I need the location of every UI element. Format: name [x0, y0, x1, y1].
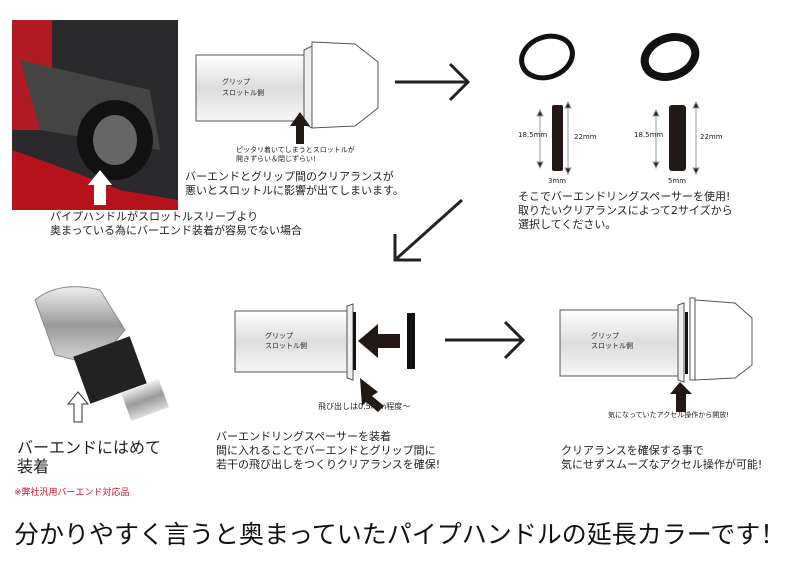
- large-inner-dim: 18.5mm: [634, 131, 664, 139]
- text-line: そこでバーエンドリングスペーサーを使用!: [518, 190, 731, 203]
- protrusion-note: 飛び出しは0.5mm程度～: [318, 402, 411, 411]
- text-line: バーエンドリングスペーサーを装着: [216, 430, 392, 443]
- small-outer-dim: 22mm: [574, 133, 597, 141]
- text-line: 若干の飛び出しをつくりクリアランスを確保!: [216, 458, 441, 471]
- arrow-right-1: [395, 62, 471, 102]
- caption-line: 奥まっている為にバーエンド装着が容易でない場合: [50, 224, 303, 237]
- caption-line: パイプハンドルがスロットルスリーブより: [50, 210, 259, 223]
- grip-label-1: グリップ スロットル側: [222, 77, 264, 99]
- diagram3-note: 気になっていたアクセル操作から開放!: [608, 411, 730, 419]
- diagram1-note: ピッタリ着いてしまうとスロットルが 開きずらい＆閉じずらい!: [236, 146, 355, 164]
- grip-diagram-1: [195, 41, 379, 144]
- compatibility-note: ※弊社汎用バーエンド対応品: [14, 488, 130, 498]
- note-line: 開きずらい＆閉じずらい!: [236, 155, 316, 163]
- grip-label-line: スロットル側: [591, 342, 633, 350]
- large-width-dim: 5mm: [668, 177, 687, 185]
- grip-label-line: グリップ: [222, 78, 250, 86]
- arrow-diagonal: [393, 198, 464, 262]
- caption-line: 装着: [17, 457, 50, 476]
- note-line: ピッタリ着いてしまうとスロットルが: [236, 146, 355, 154]
- grip-label-3: グリップ スロットル側: [591, 331, 633, 351]
- text-line: 取りたいクリアランスによって2サイズから: [518, 204, 733, 217]
- text-line: 選択してください。: [518, 218, 617, 231]
- spacer-text: そこでバーエンドリングスペーサーを使用! 取りたいクリアランスによって2サイズか…: [518, 190, 733, 232]
- text-line: 悪いとスロットルに影響が出てしまいます。: [185, 184, 404, 197]
- diagram3-text: クリアランスを確保する事で 気にせずスムーズなアクセル操作が可能!: [561, 444, 762, 472]
- text-line: 間に入れることでバーエンドとグリップ間に: [216, 444, 436, 457]
- diagram1-problem-text: バーエンドとグリップ間のクリアランスが 悪いとスロットルに影響が出てしまいます。: [185, 170, 404, 198]
- headline: 分かりやすく言うと奥まっていたパイプハンドルの延長カラーです！: [14, 520, 786, 549]
- grip-label-2: グリップ スロットル側: [265, 331, 307, 351]
- arrow-right-2: [445, 320, 526, 360]
- grip-label-line: スロットル側: [222, 89, 264, 97]
- grip-diagram-2: [234, 303, 415, 412]
- handlebar-photo: [12, 20, 178, 210]
- diagram2-text: バーエンドリングスペーサーを装着 間に入れることでバーエンドとグリップ間に 若干…: [216, 430, 440, 472]
- small-inner-dim: 18.5mm: [518, 131, 548, 139]
- spacer-dimensions: [536, 100, 700, 176]
- bar-end-product-photo: [34, 286, 169, 423]
- grip-label-line: グリップ: [265, 332, 293, 340]
- text-line: 気にせずスムーズなアクセル操作が可能!: [561, 458, 763, 471]
- large-outer-dim: 22mm: [700, 133, 723, 141]
- product-caption: バーエンドにはめて 装着: [17, 438, 161, 476]
- caption-line: バーエンドにはめて: [17, 438, 162, 457]
- small-width-dim: 3mm: [548, 177, 567, 185]
- text-line: バーエンドとグリップ間のクリアランスが: [185, 170, 394, 183]
- top-left-caption: パイプハンドルがスロットルスリーブより 奥まっている為にバーエンド装着が容易でな…: [50, 210, 302, 238]
- spacer-rings: [519, 33, 700, 81]
- grip-diagram-3: [559, 297, 753, 412]
- grip-label-line: グリップ: [591, 332, 619, 340]
- grip-label-line: スロットル側: [265, 342, 307, 350]
- text-line: クリアランスを確保する事で: [561, 444, 704, 457]
